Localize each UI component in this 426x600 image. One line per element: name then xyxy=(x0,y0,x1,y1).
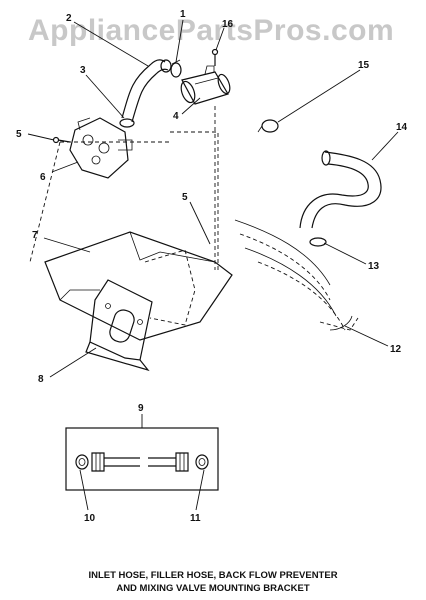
callout-14: 14 xyxy=(396,122,408,133)
callout-5a: 5 xyxy=(16,129,22,140)
callout-3: 3 xyxy=(80,65,86,76)
screw-part-2 xyxy=(211,48,219,66)
callout-7: 7 xyxy=(32,230,38,241)
callout-1: 1 xyxy=(180,9,186,20)
callout-16: 16 xyxy=(222,19,234,30)
filler-hose-part xyxy=(299,150,382,229)
callout-13: 13 xyxy=(368,261,380,272)
inlet-hose-kit-part xyxy=(65,427,219,491)
callout-11: 11 xyxy=(190,513,201,524)
hose-clamp-part-4 xyxy=(309,237,327,247)
hose-clamp-part-3 xyxy=(257,119,279,133)
leader-lines xyxy=(27,19,399,511)
mixing-valve-part xyxy=(69,117,133,179)
mounting-bracket-part xyxy=(29,131,233,341)
tub-part xyxy=(234,219,359,331)
bracket-plate-part xyxy=(85,279,153,372)
callout-10: 10 xyxy=(84,513,96,524)
caption-line-2: AND MIXING VALVE MOUNTING BRACKET xyxy=(116,583,310,594)
callout-15: 15 xyxy=(358,60,370,71)
callout-5b: 5 xyxy=(182,192,188,203)
callout-2: 2 xyxy=(66,13,72,24)
caption-line-1: INLET HOSE, FILLER HOSE, BACK FLOW PREVE… xyxy=(88,570,337,581)
watermark-text: AppliancePartsPros.com xyxy=(28,14,394,47)
hose-clamp-part xyxy=(119,118,135,128)
callout-9: 9 xyxy=(138,403,144,414)
callout-6: 6 xyxy=(40,172,46,183)
back-flow-preventer-part xyxy=(180,65,231,105)
callout-12: 12 xyxy=(390,344,402,355)
callout-8: 8 xyxy=(38,374,44,385)
callout-4: 4 xyxy=(173,111,179,122)
hose-clamp-part-2 xyxy=(170,59,182,78)
fill-hose-part xyxy=(121,59,172,123)
